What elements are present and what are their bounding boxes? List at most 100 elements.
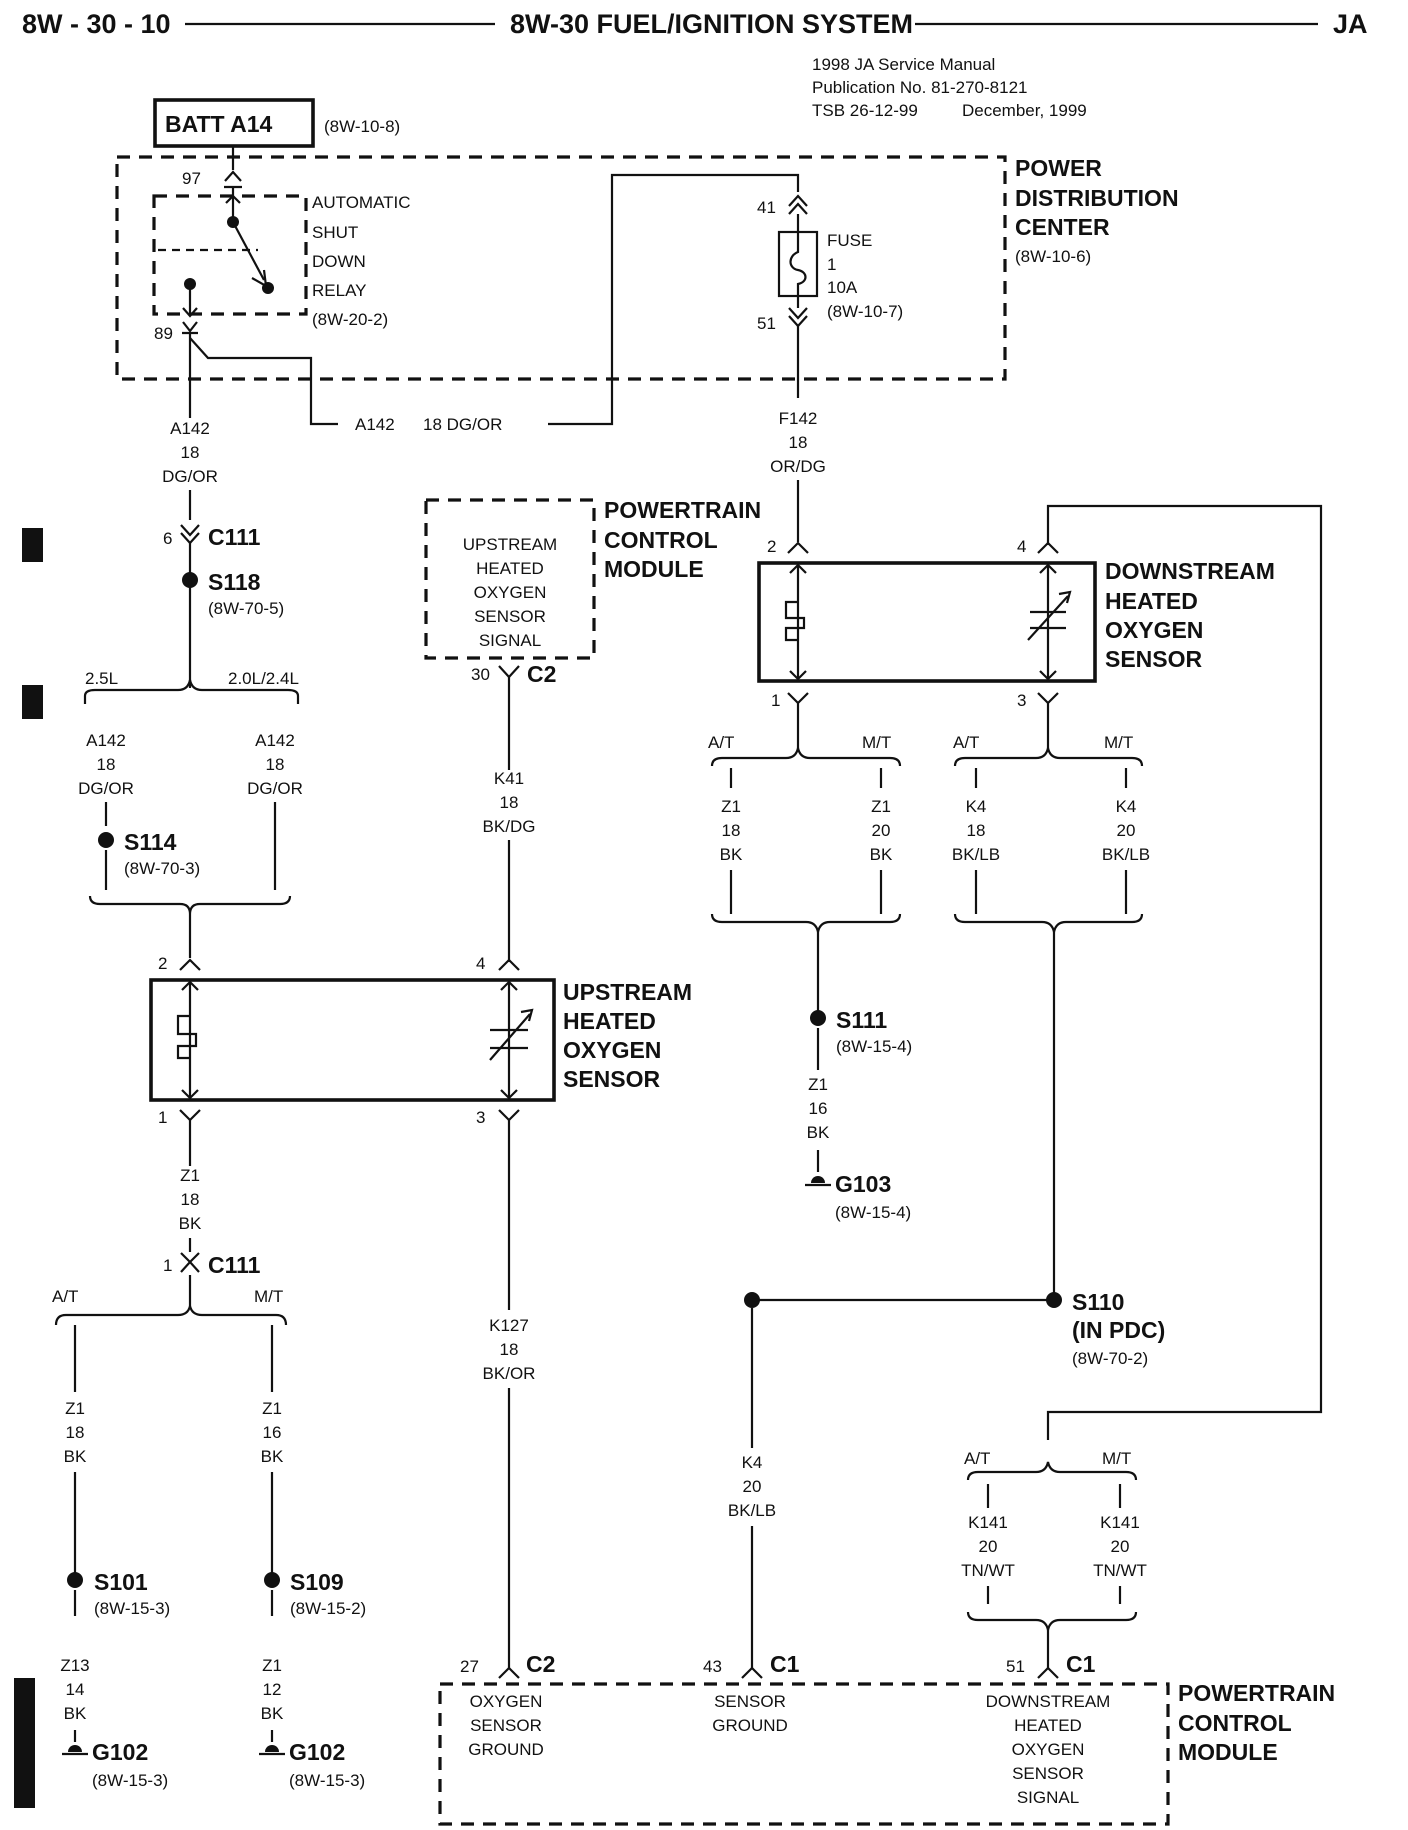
wire-k141-at: K141 20 TN/WT <box>961 1513 1015 1580</box>
svg-text:BK: BK <box>64 1704 87 1723</box>
wire-k41: K41 18 BK/DG <box>483 769 536 836</box>
wire-k127: K127 18 BK/OR <box>483 1316 536 1383</box>
svg-text:CONTROL: CONTROL <box>604 527 718 553</box>
svg-text:DG/OR: DG/OR <box>247 779 303 798</box>
wire-a142-right: A142 18 DG/OR <box>247 731 303 798</box>
pdc-title: POWER DISTRIBUTION CENTER (8W-10-6) <box>1015 155 1179 266</box>
relay-pin-89: 89 <box>154 324 173 343</box>
svg-text:20: 20 <box>872 821 891 840</box>
svg-text:CONTROL: CONTROL <box>1178 1710 1292 1736</box>
svg-text:4: 4 <box>476 954 485 973</box>
pcm-pin-sensor-ground: SENSOR GROUND <box>712 1692 788 1735</box>
wire-a142-horizontal: A142 <box>355 415 395 434</box>
wire-k4-at: K4 18 BK/LB <box>952 797 1000 864</box>
svg-text:MODULE: MODULE <box>604 556 704 582</box>
battery-ref: (8W-10-8) <box>324 117 400 136</box>
svg-text:POWERTRAIN: POWERTRAIN <box>1178 1680 1335 1706</box>
pcm-top-enclosure <box>424 498 596 660</box>
connector-c1-ground: 43 C1 <box>703 1651 800 1679</box>
wire-z13: Z13 14 BK <box>60 1656 89 1723</box>
svg-text:2: 2 <box>767 537 776 556</box>
svg-text:10A: 10A <box>827 278 858 297</box>
wire-z1-left-at: Z1 18 BK <box>64 1399 87 1466</box>
wire-z1-ds-at: Z1 18 BK <box>720 797 743 864</box>
svg-text:S111: S111 <box>836 1007 887 1033</box>
svg-text:SENSOR: SENSOR <box>1105 646 1203 672</box>
svg-text:(8W-10-6): (8W-10-6) <box>1015 247 1091 266</box>
svg-text:(8W-15-3): (8W-15-3) <box>94 1599 170 1618</box>
svg-text:HEATED: HEATED <box>563 1008 656 1034</box>
svg-text:20: 20 <box>1117 821 1136 840</box>
svg-text:C2: C2 <box>527 661 556 687</box>
svg-text:18: 18 <box>500 793 519 812</box>
page-header: 8W - 30 - 10 8W-30 FUEL/IGNITION SYSTEM … <box>22 9 1368 120</box>
svg-text:K141: K141 <box>968 1513 1008 1532</box>
svg-text:A/T: A/T <box>708 733 734 752</box>
svg-text:A142: A142 <box>170 419 210 438</box>
svg-text:BK/LB: BK/LB <box>728 1501 776 1520</box>
svg-text:4: 4 <box>1017 537 1026 556</box>
publication-number: Publication No. 81-270-8121 <box>812 78 1027 97</box>
svg-text:1: 1 <box>158 1108 167 1127</box>
tsb-date: December, 1999 <box>962 101 1087 120</box>
svg-text:C2: C2 <box>526 1651 555 1677</box>
upstream-sensor-title: UPSTREAM HEATED OXYGEN SENSOR <box>563 979 692 1092</box>
wire-z1-12: Z1 12 BK <box>261 1656 284 1723</box>
svg-text:20: 20 <box>1111 1537 1130 1556</box>
svg-text:UPSTREAM: UPSTREAM <box>463 535 557 554</box>
wire-k4-mt: K4 20 BK/LB <box>1102 797 1150 864</box>
ground-g102-right: G102 (8W-15-3) <box>259 1730 365 1790</box>
fuse-1: 41 51 FUSE 1 10A (8W-10-7) <box>757 194 903 333</box>
svg-text:(8W-20-2): (8W-20-2) <box>312 310 388 329</box>
svg-text:S110: S110 <box>1072 1289 1124 1315</box>
pcm-pin-oxygen-sensor-ground: OXYGEN SENSOR GROUND <box>468 1692 544 1759</box>
svg-text:20: 20 <box>979 1537 998 1556</box>
svg-text:Z1: Z1 <box>262 1399 282 1418</box>
variant-at-left: A/T <box>52 1287 78 1306</box>
svg-text:30: 30 <box>471 665 490 684</box>
svg-text:OXYGEN: OXYGEN <box>470 1692 543 1711</box>
svg-text:DG/OR: DG/OR <box>162 467 218 486</box>
svg-text:A/T: A/T <box>953 733 979 752</box>
transmission-brace-left <box>54 1305 288 1326</box>
svg-text:SENSOR: SENSOR <box>474 607 546 626</box>
svg-text:S118: S118 <box>208 569 261 595</box>
svg-text:(IN PDC): (IN PDC) <box>1072 1317 1165 1343</box>
manual-title: 1998 JA Service Manual <box>812 55 995 74</box>
svg-text:FUSE: FUSE <box>827 231 872 250</box>
downstream-sensor: 2 4 1 3 <box>757 537 1097 710</box>
tsb-number: TSB 26-12-99 <box>812 101 918 120</box>
svg-text:GROUND: GROUND <box>468 1740 544 1759</box>
svg-text:C1: C1 <box>1066 1651 1096 1677</box>
svg-text:BK: BK <box>64 1447 87 1466</box>
svg-text:M/T: M/T <box>1102 1449 1131 1468</box>
svg-text:S101: S101 <box>94 1569 148 1595</box>
svg-text:S114: S114 <box>124 829 177 855</box>
variant-mt-left: M/T <box>254 1287 283 1306</box>
splice-s110: S110 (IN PDC) (8W-70-2) <box>744 1289 1165 1368</box>
engine-variant-right: 2.0L/2.4L <box>228 669 299 688</box>
svg-text:G103: G103 <box>835 1171 891 1197</box>
svg-text:C1: C1 <box>770 1651 800 1677</box>
svg-text:TN/WT: TN/WT <box>1093 1561 1147 1580</box>
svg-text:18: 18 <box>266 755 285 774</box>
svg-text:G102: G102 <box>289 1739 345 1765</box>
svg-text:Z1: Z1 <box>808 1075 828 1094</box>
svg-text:Z13: Z13 <box>60 1656 89 1675</box>
svg-text:(8W-15-4): (8W-15-4) <box>836 1037 912 1056</box>
svg-text:43: 43 <box>703 1657 722 1676</box>
svg-text:DISTRIBUTION: DISTRIBUTION <box>1015 185 1179 211</box>
wire-z1-upstream: Z1 18 BK <box>179 1166 202 1233</box>
svg-text:18: 18 <box>500 1340 519 1359</box>
svg-text:(8W-15-4): (8W-15-4) <box>835 1203 911 1222</box>
svg-text:Z1: Z1 <box>180 1166 200 1185</box>
svg-text:S109: S109 <box>290 1569 344 1595</box>
svg-text:18: 18 <box>181 1190 200 1209</box>
svg-text:K141: K141 <box>1100 1513 1140 1532</box>
svg-text:18: 18 <box>967 821 986 840</box>
transmission-brace-k141 <box>966 1461 1138 1481</box>
svg-text:DG/OR: DG/OR <box>78 779 134 798</box>
svg-text:BK: BK <box>261 1704 284 1723</box>
connector-c2-bottom: 27 C2 <box>460 1651 555 1679</box>
pdc-enclosure <box>115 155 1007 381</box>
